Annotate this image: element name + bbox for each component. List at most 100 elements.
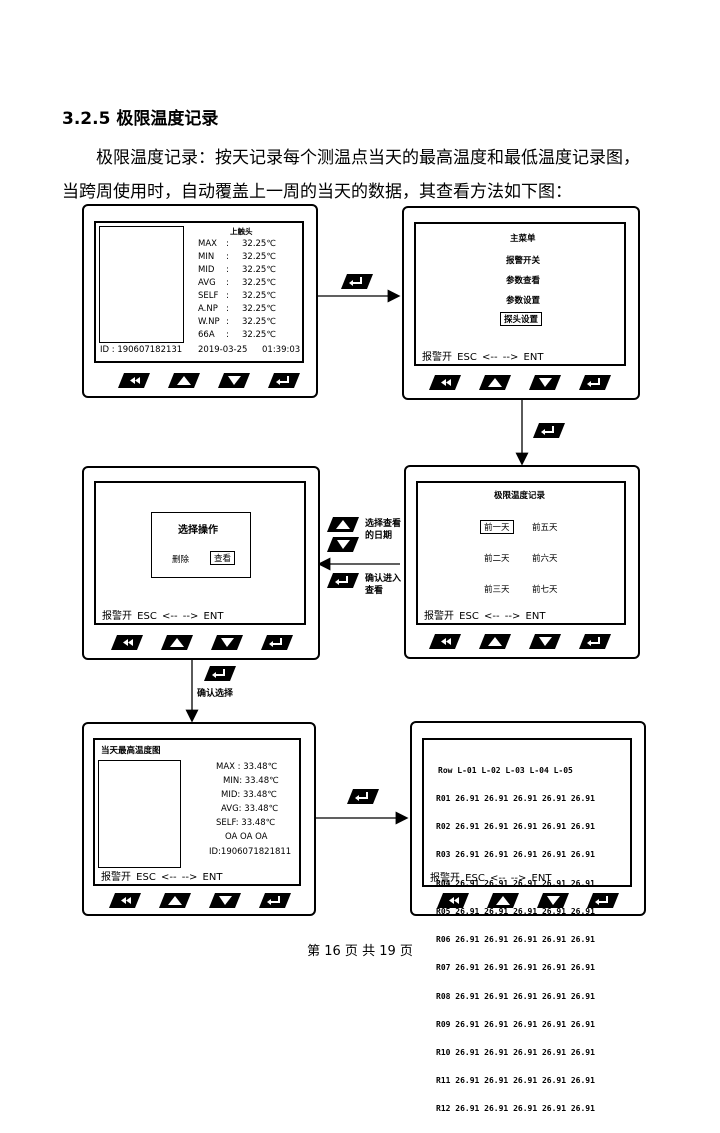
left-arrow-key-icon[interactable]	[117, 372, 151, 389]
day-option[interactable]: 前二天	[484, 554, 510, 564]
enter-key-icon[interactable]	[578, 633, 612, 650]
record-title: 极限温度记录	[494, 491, 546, 501]
up-arrow-key-icon[interactable]	[486, 892, 520, 909]
device-id: ID:1906071821811	[209, 847, 292, 857]
table-row: R07 26.91 26.91 26.91 26.91 26.91	[436, 963, 595, 973]
menu-item[interactable]: 参数查看	[506, 276, 541, 286]
reading-row: AVG:32.25℃	[198, 278, 276, 288]
table-row: R05 26.91 26.91 26.91 26.91 26.91	[436, 906, 595, 916]
enter-key-icon[interactable]	[578, 374, 612, 391]
status-bar: 报警开 ESC <-- --> ENT	[102, 611, 224, 622]
down-arrow-key-icon	[326, 536, 360, 553]
delete-option[interactable]: 删除	[172, 555, 190, 565]
menu-item-selected[interactable]: 探头设置	[500, 312, 543, 326]
lcd-screen-2: 主菜单 报警开关 参数查看 参数设置 探头设置 报警开 ESC <-- --> …	[414, 222, 626, 366]
enter-key-icon	[346, 788, 380, 805]
enter-key-icon[interactable]	[260, 634, 294, 651]
dialog-title: 选择操作	[178, 525, 218, 536]
up-arrow-key-icon[interactable]	[167, 372, 201, 389]
day-option[interactable]: 前三天	[484, 585, 510, 595]
device-panel-2: 主菜单 报警开关 参数查看 参数设置 探头设置 报警开 ESC <-- --> …	[402, 206, 640, 400]
flow-connectors	[185, 289, 529, 825]
time-text: 01:39:03	[262, 345, 301, 355]
down-arrow-key-icon[interactable]	[536, 892, 570, 909]
table-header: Row L-01 L-02 L-03 L-04 L-05	[438, 765, 573, 775]
left-arrow-key-icon[interactable]	[428, 374, 462, 391]
status-bar: 报警开 ESC <-- --> ENT	[424, 611, 546, 622]
lcd-screen-6: Row L-01 L-02 L-03 L-04 L-05 R01 26.91 2…	[422, 738, 632, 1113]
table-row: R03 26.91 26.91 26.91 26.91 26.91	[436, 850, 595, 860]
table-row: R12 26.91 26.91 26.91 26.91 26.91	[436, 1104, 595, 1114]
lcd-screen-5: 当天最高温度图 MAX : 33.48℃ MIN: 33.48℃ MID: 33…	[93, 738, 301, 886]
up-arrow-key-icon	[326, 516, 360, 533]
reading-line: AVG: 33.48℃	[221, 804, 279, 814]
down-arrow-key-icon[interactable]	[217, 372, 251, 389]
lcd-screen-3: 极限温度记录 前一天 前五天 前二天 前六天 前三天 前七天 报警开 ESC <…	[416, 481, 626, 625]
table-row: R02 26.91 26.91 26.91 26.91 26.91	[436, 822, 595, 832]
button-row-1	[117, 372, 301, 389]
view-option-selected[interactable]: 查看	[210, 551, 236, 565]
lcd-screen-4: 选择操作 删除 查看 报警开 ESC <-- --> ENT	[94, 481, 306, 625]
down-arrow-key-icon[interactable]	[210, 634, 244, 651]
reading-line: MID: 33.48℃	[221, 790, 277, 800]
button-row-4	[110, 634, 294, 651]
device-panel-1: 上触头 MAX:32.25℃ MIN:32.25℃ MID:32.25℃ AVG…	[82, 204, 318, 398]
page-footer: 第 16 页 共 19 页	[307, 944, 413, 959]
left-arrow-key-icon[interactable]	[436, 892, 470, 909]
reading-line: SELF: 33.48℃	[216, 818, 276, 828]
device-panel-3: 极限温度记录 前一天 前五天 前二天 前六天 前三天 前七天 报警开 ESC <…	[404, 465, 640, 659]
reading-line: OA OA OA	[225, 832, 268, 842]
table-row: R11 26.91 26.91 26.91 26.91 26.91	[436, 1076, 595, 1086]
device-id: ID : 190607182131	[100, 345, 183, 355]
up-arrow-key-icon[interactable]	[478, 633, 512, 650]
table-row: R06 26.91 26.91 26.91 26.91 26.91	[436, 935, 595, 945]
table-row: R10 26.91 26.91 26.91 26.91 26.91	[436, 1048, 595, 1057]
screen1-title: 上触头	[230, 227, 253, 236]
left-arrow-key-icon[interactable]	[428, 633, 462, 650]
confirm-enter-note: 确认进入查看	[365, 574, 402, 596]
table-row: R01 26.91 26.91 26.91 26.91 26.91	[436, 794, 595, 804]
thermal-image-area	[98, 760, 181, 868]
reading-line: MAX : 33.48℃	[216, 762, 278, 772]
menu-item[interactable]: 参数设置	[506, 296, 541, 306]
menu-item[interactable]: 报警开关	[506, 256, 541, 266]
device-panel-4: 选择操作 删除 查看 报警开 ESC <-- --> ENT	[82, 466, 320, 660]
day-option[interactable]: 前七天	[532, 585, 558, 595]
date-text: 2019-03-25	[198, 345, 248, 355]
down-arrow-key-icon[interactable]	[528, 633, 562, 650]
up-arrow-key-icon[interactable]	[158, 892, 192, 909]
left-arrow-key-icon[interactable]	[110, 634, 144, 651]
reading-row: SELF:32.25℃	[198, 291, 276, 301]
down-arrow-key-icon[interactable]	[528, 374, 562, 391]
day-option[interactable]: 前六天	[532, 554, 558, 564]
table-row: R08 26.91 26.91 26.91 26.91 26.91	[436, 991, 595, 1001]
table-row: R04 26.91 26.91 26.91 26.91 26.91	[436, 878, 595, 888]
up-arrow-key-icon[interactable]	[160, 634, 194, 651]
day-option[interactable]: 前五天	[532, 523, 558, 533]
reading-row: 66A:32.25℃	[198, 330, 276, 340]
enter-key-icon	[340, 273, 374, 290]
confirm-select-note: 确认选择	[197, 689, 234, 699]
status-bar: 报警开 ESC <-- --> ENT	[422, 352, 544, 363]
down-arrow-key-icon[interactable]	[208, 892, 242, 909]
daily-max-title: 当天最高温度图	[101, 746, 161, 756]
menu-title: 主菜单	[510, 234, 536, 244]
up-arrow-key-icon[interactable]	[478, 374, 512, 391]
enter-key-icon	[326, 572, 360, 589]
table-row: R09 26.91 26.91 26.91 26.91 26.91	[436, 1019, 595, 1029]
select-date-note: 选择查看的日期	[365, 519, 402, 541]
enter-key-icon[interactable]	[258, 892, 292, 909]
status-bar: 报警开 ESC <-- --> ENT	[430, 873, 552, 884]
button-row-3	[428, 633, 612, 650]
enter-key-icon	[532, 422, 566, 439]
enter-key-icon[interactable]	[267, 372, 301, 389]
section-heading: 3.2.5 极限温度记录	[62, 109, 219, 129]
left-arrow-key-icon[interactable]	[108, 892, 142, 909]
button-row-2	[428, 374, 612, 391]
day-option-selected[interactable]: 前一天	[480, 520, 514, 534]
enter-key-icon[interactable]	[586, 892, 620, 909]
paragraph-line-2: 当跨周使用时，自动覆盖上一周的当天的数据，其查看方法如下图：	[62, 182, 572, 202]
reading-row: MID:32.25℃	[198, 265, 276, 275]
device-panel-5: 当天最高温度图 MAX : 33.48℃ MIN: 33.48℃ MID: 33…	[82, 722, 316, 916]
reading-row: MAX:32.25℃	[198, 239, 276, 249]
